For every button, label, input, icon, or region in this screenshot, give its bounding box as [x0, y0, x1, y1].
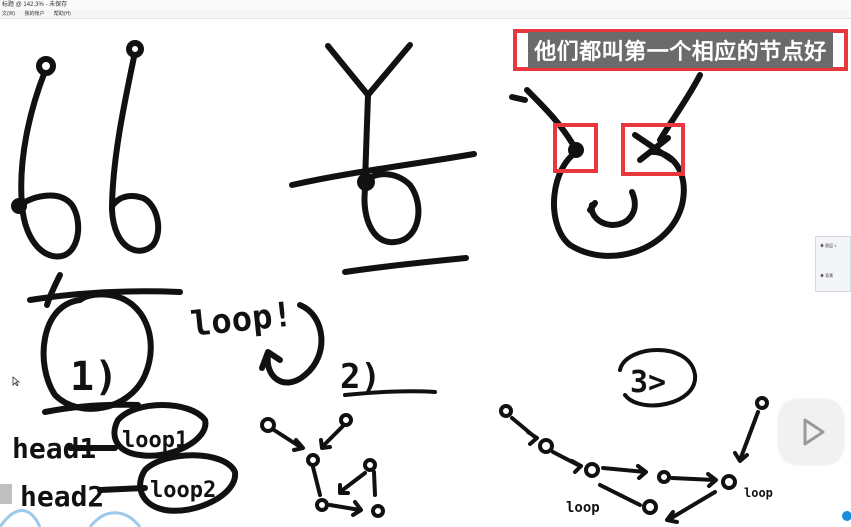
- graph-two-drawing: [260, 389, 437, 518]
- blue-wave-drawing: [0, 509, 142, 527]
- right-face-drawing: [509, 72, 703, 259]
- label-loop1: loop1: [122, 428, 188, 453]
- eye-icon[interactable]: ◉: [820, 273, 824, 278]
- label-head2: head2: [20, 480, 104, 513]
- label-three: 3>: [630, 365, 666, 400]
- label-one: 1): [70, 354, 118, 400]
- layer-label: 图层 1: [825, 243, 837, 248]
- background-label: 背景: [825, 273, 834, 278]
- layer-row-background[interactable]: ◉ 背景: [820, 273, 833, 279]
- layer-row-1[interactable]: ◉ 图层 1: [820, 243, 836, 249]
- caption-banner: 他们都叫第一个相应的节点好: [513, 29, 848, 71]
- highlight-box-left-eye: [553, 123, 598, 173]
- drawing-canvas[interactable]: loop! 1) 2) 3> head1 head2 loop1 loop2 l…: [0, 19, 851, 527]
- menu-item-help[interactable]: 帮助(H): [53, 11, 71, 17]
- play-icon: [803, 418, 825, 446]
- highlight-box-right-eye: [621, 123, 685, 176]
- graph-three-drawing: [499, 348, 769, 524]
- label-loop-right: loop: [744, 486, 773, 500]
- mouse-cursor-icon: [12, 376, 20, 386]
- floating-dot-button[interactable]: [842, 511, 851, 521]
- layers-panel: ◉ 图层 1 ◉ 背景: [815, 236, 851, 292]
- loop-arrow-drawing: [259, 302, 325, 386]
- left-lasso-drawing: [11, 40, 162, 260]
- label-loop-bottom: loop: [566, 500, 600, 516]
- caption-text: 他们都叫第一个相应的节点好: [528, 32, 833, 68]
- left-edge-thumbnail: [0, 484, 12, 504]
- middle-y-drawing: [289, 42, 477, 275]
- label-loop2: loop2: [150, 478, 216, 503]
- menu-item-account[interactable]: 我的帐户: [24, 11, 45, 17]
- eye-icon[interactable]: ◉: [820, 243, 824, 248]
- label-two: 2): [340, 357, 381, 397]
- label-head1: head1: [12, 432, 96, 465]
- window-title: 标题 @ 142.3% - 未保存: [0, 0, 851, 10]
- heads-drawing: [67, 402, 239, 514]
- play-button[interactable]: [779, 400, 843, 464]
- menu-bar: 文(W) 我的帐户 帮助(H): [0, 10, 851, 19]
- label-loop: loop!: [189, 294, 295, 344]
- menu-item-window[interactable]: 文(W): [2, 11, 16, 17]
- circle-one-drawing: [27, 272, 183, 415]
